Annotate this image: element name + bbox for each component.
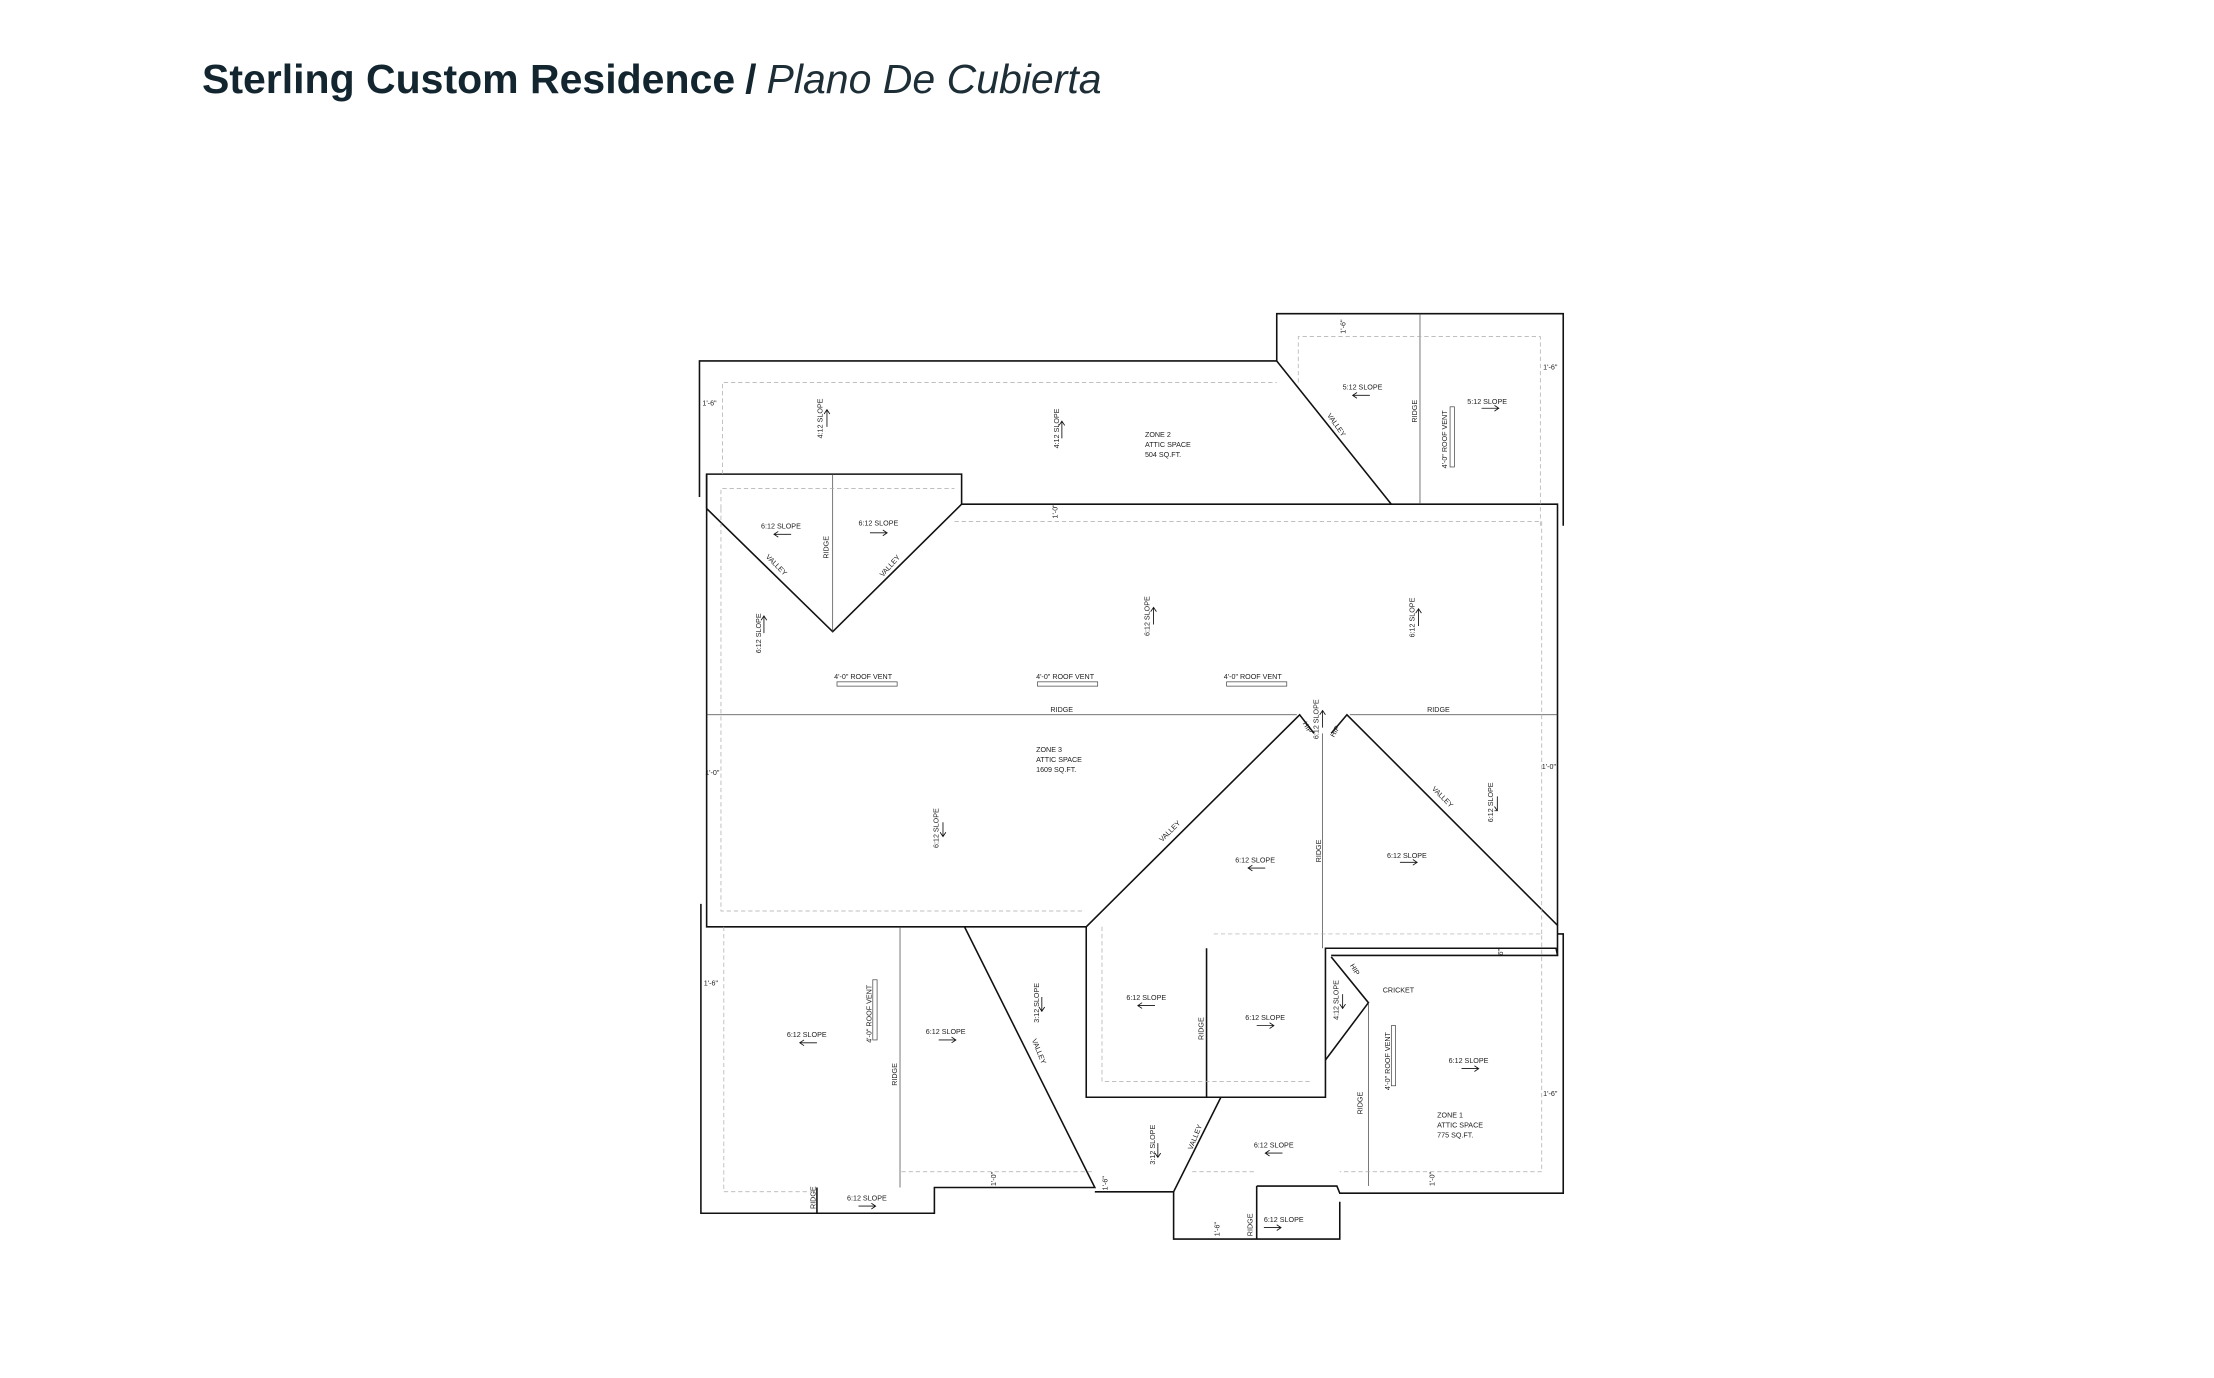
zone-1-label: ZONE 1 ATTIC SPACE 775 SQ.FT. — [1437, 1111, 1483, 1139]
dimension-label: 1'-6" — [1102, 1176, 1110, 1191]
slope-label: 4:12 SLOPE — [817, 398, 825, 438]
roof-vent-label: 4'-0" ROOF VENT — [834, 673, 893, 681]
ridge-label: RIDGE — [1246, 1213, 1254, 1236]
title-separator: / — [745, 56, 757, 102]
slope-label: 6:12 SLOPE — [926, 1028, 966, 1036]
roof-vent-label: 4'-0" ROOF VENT — [1441, 410, 1449, 469]
slope-label: 4:12 SLOPE — [1332, 980, 1340, 1020]
dimension-label: 1'-6" — [1340, 319, 1348, 334]
slope-label: 4:12 SLOPE — [1053, 408, 1061, 448]
zone-name: ZONE 3 — [1036, 746, 1062, 754]
slope-label: 6:12 SLOPE — [858, 520, 898, 528]
dimension-label: 1'-6" — [1543, 364, 1558, 372]
ridge-label: RIDGE — [810, 1186, 818, 1209]
ridge-label: RIDGE — [1411, 400, 1419, 423]
sheet-name: Plano De Cubierta — [766, 56, 1102, 102]
dimension-label: 1'-6" — [1213, 1221, 1221, 1236]
hip-label: HIP — [1348, 962, 1361, 977]
roof-vent-label: 4'-0" ROOF VENT — [865, 984, 873, 1043]
slope-label: 3:12 SLOPE — [1033, 983, 1041, 1023]
slope-label: 6:12 SLOPE — [1408, 597, 1416, 637]
ridge-label: RIDGE — [1198, 1017, 1206, 1040]
slope-label: 6:12 SLOPE — [787, 1031, 827, 1039]
dimension-label: 1'-6" — [704, 980, 719, 988]
slope-label: 6:12 SLOPE — [1487, 782, 1495, 822]
zone-name: ZONE 2 — [1145, 431, 1171, 439]
dimension-label: 6" — [1497, 948, 1505, 955]
project-name: Sterling Custom Residence — [202, 56, 736, 102]
dimension-label: 1'-0" — [1542, 763, 1557, 771]
ridge-lines — [706, 313, 1558, 1188]
zone-use: ATTIC SPACE — [1036, 756, 1082, 764]
zone-use: ATTIC SPACE — [1437, 1121, 1483, 1129]
slope-label: 6:12 SLOPE — [755, 613, 763, 653]
page-title: Sterling Custom Residence/Plano De Cubie… — [202, 56, 1102, 103]
dimension-label: 1'-0" — [705, 769, 720, 777]
ridge-label: RIDGE — [1357, 1092, 1365, 1115]
ridge-label: RIDGE — [1050, 706, 1073, 714]
roof-vents — [836, 406, 1455, 1087]
dimension-label: 1'-0" — [990, 1171, 998, 1186]
slope-label: 6:12 SLOPE — [1245, 1014, 1285, 1022]
zone-use: ATTIC SPACE — [1145, 441, 1191, 449]
roof-vent-label: 4'-0" ROOF VENT — [1036, 673, 1095, 681]
slope-label: 6:12 SLOPE — [1387, 852, 1427, 860]
slope-label: 6:12 SLOPE — [933, 808, 941, 848]
slope-label: 6:12 SLOPE — [847, 1194, 887, 1202]
ridge-label: RIDGE — [1315, 839, 1323, 862]
zone-name: ZONE 1 — [1437, 1111, 1463, 1119]
slope-arrows — [760, 392, 1500, 1231]
slope-label: 3:12 SLOPE — [1149, 1125, 1157, 1165]
slope-label: 6:12 SLOPE — [1235, 856, 1275, 864]
zone-area: 504 SQ.FT. — [1145, 451, 1181, 459]
plan-annotations: 1'-6" 4:12 SLOPE 4:12 SLOPE 1'-6" 5:12 S… — [702, 319, 1558, 1236]
dimension-label: 1'-6" — [702, 399, 717, 407]
dimension-label: 1'-0" — [1428, 1171, 1436, 1186]
slope-label: 6:12 SLOPE — [1254, 1141, 1294, 1149]
slope-label: 6:12 SLOPE — [1143, 596, 1151, 636]
slope-label: 6:12 SLOPE — [1312, 699, 1320, 739]
slope-label: 5:12 SLOPE — [1343, 384, 1383, 392]
valley-label: VALLEY — [1158, 819, 1183, 844]
zone-area: 775 SQ.FT. — [1437, 1131, 1473, 1139]
dimension-label: 1'-0" — [1052, 504, 1060, 519]
slope-label: 6:12 SLOPE — [1264, 1216, 1304, 1224]
cricket-label: CRICKET — [1383, 987, 1415, 995]
roof-vent-label: 4'-0" ROOF VENT — [1224, 673, 1283, 681]
zone-2-label: ZONE 2 ATTIC SPACE 504 SQ.FT. — [1145, 431, 1191, 459]
ridge-label: RIDGE — [1427, 706, 1450, 714]
hip-label: HIP — [1329, 724, 1342, 739]
slope-label: 6:12 SLOPE — [1126, 994, 1166, 1002]
slope-label: 5:12 SLOPE — [1467, 398, 1507, 406]
roof-vent-label: 4'-0" ROOF VENT — [1384, 1031, 1392, 1090]
slope-label: 6:12 SLOPE — [1449, 1057, 1489, 1065]
valley-label: VALLEY — [1430, 785, 1455, 810]
zone-area: 1609 SQ.FT. — [1036, 766, 1076, 774]
roof-outline — [698, 312, 1565, 1240]
overhang-dashed-lines — [720, 336, 1543, 1193]
ridge-label: RIDGE — [891, 1063, 899, 1086]
ridge-label: RIDGE — [822, 536, 830, 559]
slope-label: 6:12 SLOPE — [761, 523, 801, 531]
valley-label: VALLEY — [764, 553, 789, 578]
dimension-label: 1'-6" — [1543, 1090, 1558, 1098]
zone-3-label: ZONE 3 ATTIC SPACE 1609 SQ.FT. — [1036, 746, 1082, 774]
